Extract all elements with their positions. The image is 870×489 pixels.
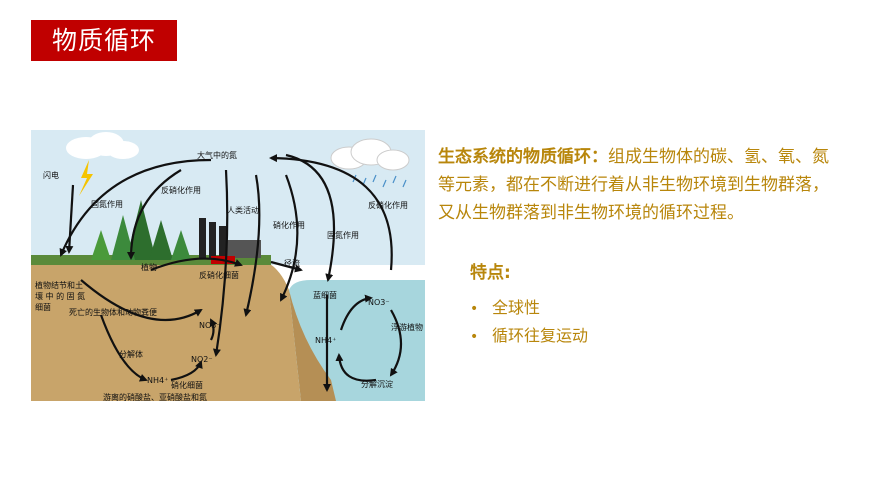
bullet-icon: • (470, 329, 479, 345)
diagram-label: 反硝化作用 (368, 200, 408, 210)
diagram-label: NO3⁻ (199, 321, 221, 330)
diagram-label: 大气中的氮 (197, 150, 237, 160)
diagram-label: NH4⁺ (315, 336, 336, 345)
forest (91, 200, 191, 260)
diagram-label: 反硝化作用 (161, 185, 201, 195)
diagram-label: 死亡的生物体和动物粪便 (69, 307, 157, 317)
nitrogen-cycle-diagram: 闪电 大气中的氮 固氮作用 反硝化作用 人类活动 硝化作用 固氮作用 反硝化作用… (31, 130, 425, 401)
cloud-left (66, 132, 139, 159)
diagram-label: 壤 中 的 固 氮 (35, 291, 85, 301)
rain (352, 174, 407, 188)
features-title: 特点: (470, 263, 511, 283)
cloud-right (330, 138, 410, 171)
diagram-label: 游离的硝酸盐、亚硝酸盐和氮 (103, 392, 207, 401)
feature-item: •全球性 (470, 296, 588, 324)
diagram-label: 径流 (284, 258, 300, 268)
diagram-label: 细菌 (35, 302, 51, 312)
description: 生态系统的物质循环：组成生物体的碳、氢、氧、氮等元素，都在不断进行着从非生物环境… (438, 143, 838, 227)
diagram-label: 人类活动 (227, 205, 259, 215)
diagram-label: 植物 (141, 262, 157, 272)
diagram-label: 固氮作用 (327, 230, 359, 240)
diagram-label: NH4⁺ (147, 376, 168, 385)
diagram-label: 反硝化细菌 (199, 270, 239, 280)
diagram-label: NO3⁻ (368, 298, 390, 307)
diagram-label: 硝化细菌 (171, 380, 203, 390)
bullet-icon: • (470, 301, 479, 317)
diagram-label: 分解体 (119, 349, 143, 359)
diagram-label: 分解沉淀 (361, 379, 393, 389)
lightning-bolt (79, 160, 93, 196)
description-highlight: 生态系统的物质循环： (438, 147, 608, 167)
feature-item: •循环往复运动 (470, 324, 588, 352)
diagram-label: 蓝细菌 (313, 290, 337, 300)
diagram-label: 浮游植物 (391, 322, 423, 332)
diagram-label: 硝化作用 (273, 220, 305, 230)
page-title: 物质循环 (31, 20, 177, 61)
diagram-label: 植物结节和土 (35, 280, 83, 290)
diagram-label: 固氮作用 (91, 199, 123, 209)
features-list: •全球性 •循环往复运动 (470, 296, 588, 352)
soil (31, 262, 301, 401)
diagram-label: 闪电 (43, 170, 59, 180)
description-text: 组成生物体的碳、氢、氧、氮等元素，都在不断进行着从非生物环境到生物群落，又从生物… (438, 147, 829, 223)
diagram-label: NO2⁻ (191, 355, 213, 364)
